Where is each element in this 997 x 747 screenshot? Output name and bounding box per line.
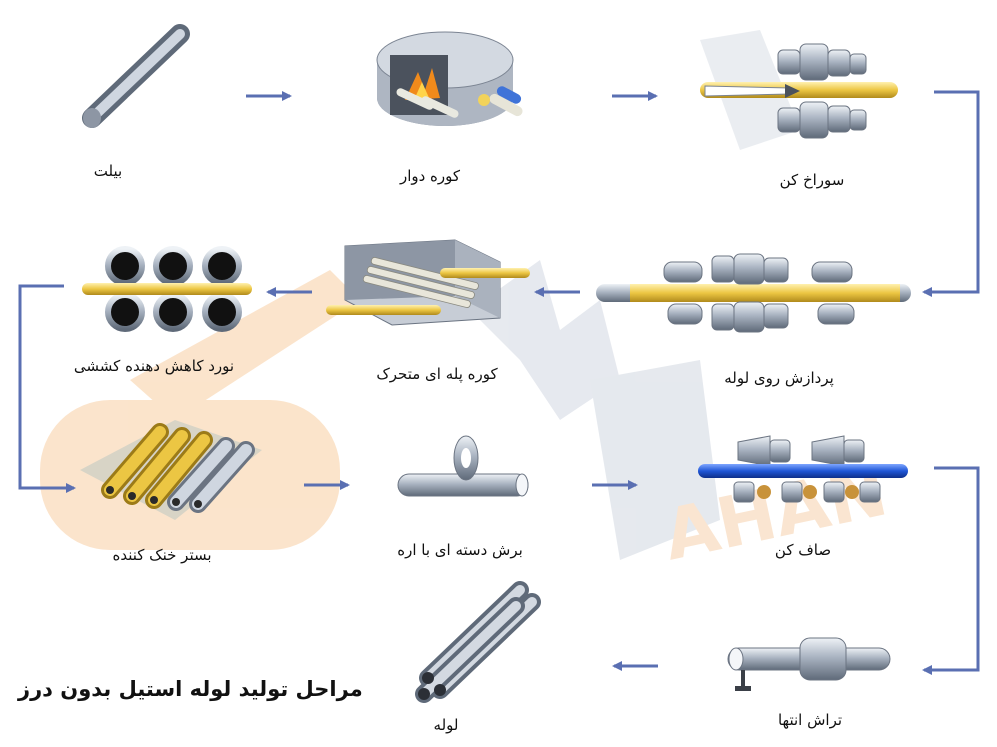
- pipe-mill-icon: [596, 253, 911, 333]
- cooling-bed-icon: [80, 420, 262, 520]
- saw-cutting-icon: [397, 435, 529, 497]
- step-label-cooling-bed: بستر خنک کننده: [112, 546, 212, 564]
- step-label-finished-pipe: لوله: [433, 716, 459, 734]
- arrow-piercer-to-pipe-mill: [922, 90, 980, 297]
- rotary-furnace-icon: [376, 31, 523, 126]
- step-label-rotary-furnace: کوره دوار: [399, 167, 461, 185]
- billet-icon: [82, 24, 190, 128]
- step-label-piercer: سوراخ کن: [779, 171, 845, 189]
- stretch-reducing-mill-icon: [82, 246, 252, 332]
- piercer-icon: [700, 43, 898, 139]
- walking-beam-furnace-icon: [326, 239, 530, 326]
- step-label-billet: بیلت: [93, 162, 123, 180]
- step-label-pipe-mill: پردازش روی لوله: [724, 369, 834, 387]
- step-label-stretch-reducing-mill: نورد کاهش دهنده کششی: [73, 357, 235, 375]
- flow-arrows: [18, 90, 980, 675]
- step-label-straightener: صاف کن: [774, 541, 832, 559]
- arrow-reducing-to-cooling: [18, 284, 76, 493]
- step-label-saw-cutting: برش دسته ای با اره: [397, 541, 523, 559]
- finished-pipe-icon: [415, 581, 541, 703]
- step-label-walking-beam-furnace: کوره پله ای متحرک: [376, 365, 498, 383]
- diagram-title: مراحل تولید لوله استیل بدون درز: [18, 677, 363, 701]
- straightener-icon: [698, 435, 908, 503]
- end-facing-icon: [727, 637, 891, 691]
- arrow-straightener-to-end-facing: [922, 466, 980, 675]
- step-label-end-facing: تراش انتها: [777, 711, 843, 729]
